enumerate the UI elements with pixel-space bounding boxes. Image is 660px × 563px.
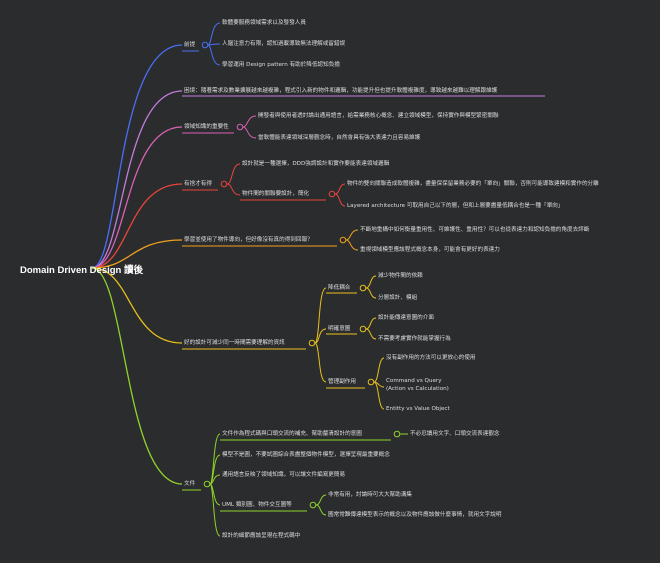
node-tradeoff-2-1[interactable]: 物件的雙向關聯造成軟體複雜，盡量保保留業務必要的「單向」關聯，否則可能導致建模和…	[347, 181, 599, 187]
branch-good-design[interactable]: 好的設計可減少同一時間需要理解的資訊	[184, 340, 285, 346]
branch-domain-knowledge[interactable]: 領域知識的重要性	[184, 124, 229, 130]
node-reduce-coupling[interactable]: 降低耦合	[328, 285, 351, 291]
node-side-effects-1[interactable]: 沒有副作用的方法可以更放心的使用	[386, 355, 476, 361]
edge-root-b7	[91, 267, 183, 485]
root-topic[interactable]: Domain Driven Design 讀後	[20, 265, 143, 276]
node-tradeoff-1[interactable]: 設計就是一種選擇，DDD強調設計和實作要能表達領域邏輯	[242, 161, 390, 167]
node-documents-4-1[interactable]: 非常有用，討論時可大大幫助溝集	[328, 492, 412, 498]
node-clear-intent-2[interactable]: 不需要考慮實作就能掌握行為	[378, 336, 451, 342]
node-premise-3[interactable]: 學習運用 Design pattern 有助於降低認知負擔	[222, 62, 340, 68]
node-reduce-coupling-1[interactable]: 減少物件間的依賴	[378, 273, 423, 279]
node-documents-1-1[interactable]: 不必忍讀用文字、口頭交流表達觀念	[410, 431, 500, 437]
edge-root-b1	[91, 44, 183, 269]
node-documents-5[interactable]: 設計的細節應該呈現在程式碼中	[222, 533, 301, 539]
node-documents-3[interactable]: 通用語言反映了領域知識，可以讓文件編寫更簡易	[222, 472, 346, 478]
branch-premise[interactable]: 前提	[184, 42, 196, 48]
edge-root-b3	[91, 126, 183, 269]
node-oop-question-2[interactable]: 重視領域模型應該程式概念本身，可能會有更好的表達力	[360, 247, 500, 253]
node-tradeoff-2[interactable]: 物件間的關聯要設計，簡化	[242, 191, 310, 197]
node-side-effects[interactable]: 管理副作用	[328, 379, 356, 385]
node-premise-1[interactable]: 軟體要服務領域需求以及發發人員	[222, 20, 306, 26]
node-reduce-coupling-2[interactable]: 分層設計、模組	[378, 295, 418, 301]
node-side-effects-2[interactable]: Command vs Query (Action vs Calculation)	[386, 378, 449, 392]
node-domain-knowledge-2[interactable]: 當軟體能表達領域深層觀念時，自然會具有強大表達力且容易維護	[258, 135, 421, 141]
branch-tradeoff[interactable]: 有捨才有得	[184, 181, 212, 187]
node-premise-2[interactable]: 人腦注意力有限，認知過載導致無法理解或留錯誤	[222, 41, 346, 47]
node-clear-intent[interactable]: 明確意圖	[328, 326, 351, 332]
node-side-effects-3[interactable]: Entitty vs Value Object	[386, 406, 450, 412]
edge-root-b2	[91, 90, 183, 269]
node-documents-2[interactable]: 模型不是圖，不要試圖綜合表盡整個物件模型，選擇呈現最重要概念	[222, 452, 390, 458]
node-clear-intent-1[interactable]: 設計能傳達意圖的介面	[378, 315, 434, 321]
edge-root-b6	[91, 267, 183, 344]
node-tradeoff-2-2[interactable]: Layered architecture 可取用自己以下的層，但和上層要盡量低耦…	[347, 203, 564, 209]
edge-root-b4	[91, 183, 183, 269]
node-documents-1[interactable]: 文件作為程式碼與口頭交流的補充、幫助釐清設計的意圖	[222, 431, 362, 437]
branch-oop-question[interactable]: 學習並使用了物件導向，但好像沒有真的得到回報？	[184, 237, 313, 243]
branch-dilemma[interactable]: 困境：隨著需求及數業擴展越來越複雜，程式引入新的物件和邏輯，功能提升但也提升軟體…	[184, 88, 498, 94]
node-oop-question-1[interactable]: 不斷地重構中如何衡量重用性、可維護性、重用性？可以也從表達力和認知負擔的角度去評…	[360, 227, 590, 233]
node-documents-4[interactable]: UML 類別圖、物件交互圖等	[222, 502, 292, 508]
edge-root-b5	[91, 239, 183, 269]
node-documents-4-2[interactable]: 圖常常難傳達模型表示的概念以及物件應該做什麼事情，就用文字說明	[328, 512, 502, 518]
branch-documents[interactable]: 文件	[184, 481, 196, 487]
node-domain-knowledge-1[interactable]: 開發者與使用者透討論出通用語言，給需業務核心概念、建立領域模型，保持實作與模型緊…	[258, 113, 499, 119]
